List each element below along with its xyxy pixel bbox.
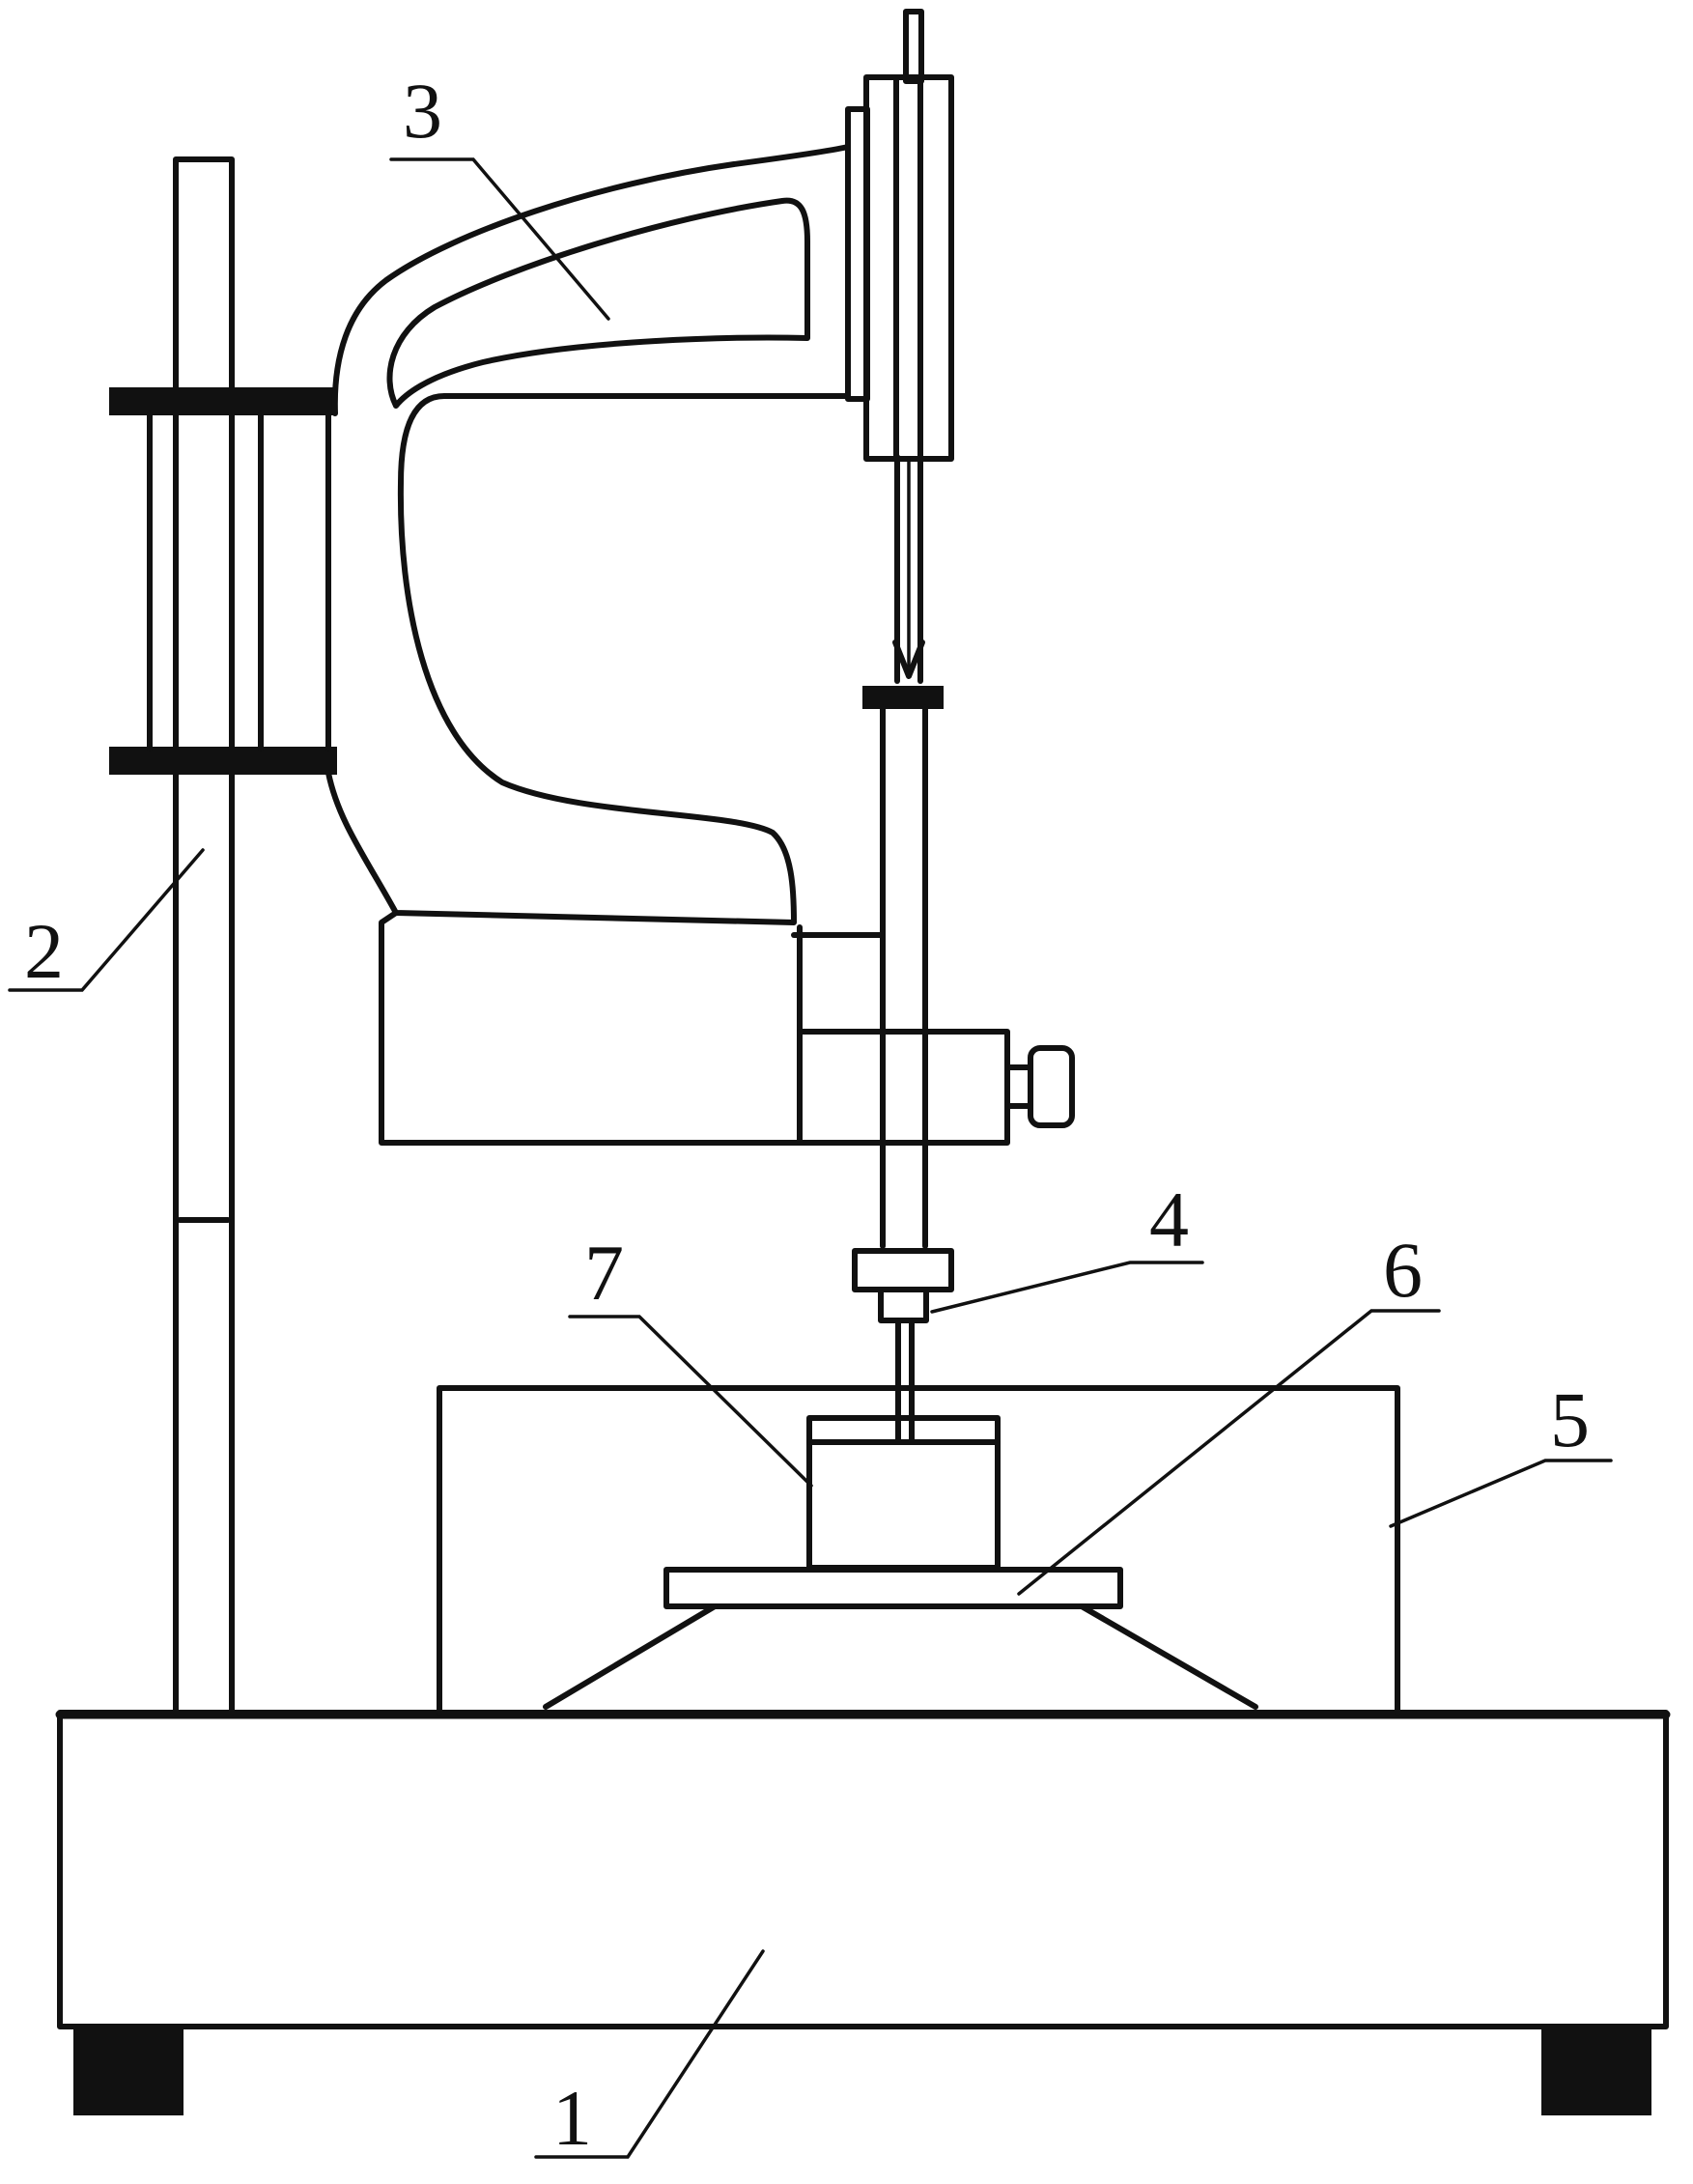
support-column — [173, 156, 235, 1716]
right-foot — [1541, 2027, 1651, 2115]
label-5: 5 — [1550, 1376, 1590, 1463]
spindle — [797, 704, 1075, 1444]
leader-1 — [534, 1949, 765, 2159]
leader-lines — [8, 157, 1613, 2159]
upper-collar — [109, 387, 337, 415]
leader-5 — [1389, 1459, 1613, 1528]
chamber — [437, 1385, 1400, 1716]
label-4: 4 — [1149, 1176, 1189, 1263]
label-1: 1 — [552, 2074, 592, 2162]
left-foot — [73, 2027, 183, 2115]
base — [55, 1710, 1671, 2115]
label-7: 7 — [584, 1229, 624, 1317]
labels: 1 2 3 4 5 6 7 — [24, 67, 1590, 2162]
clamp-sleeve — [109, 387, 337, 775]
leader-4 — [930, 1261, 1204, 1314]
sample — [806, 1415, 1001, 1571]
lower-collar — [109, 747, 337, 775]
leader-3 — [389, 157, 610, 321]
label-3: 3 — [403, 67, 442, 155]
leader-2 — [8, 848, 205, 992]
label-6: 6 — [1383, 1226, 1423, 1314]
dial-gauge — [845, 9, 954, 709]
leader-6 — [1017, 1309, 1441, 1596]
arm-body — [325, 144, 884, 1146]
stage-plate — [543, 1567, 1258, 1710]
leader-7 — [568, 1315, 813, 1488]
spindle-ring — [862, 686, 944, 709]
label-2: 2 — [24, 907, 64, 995]
